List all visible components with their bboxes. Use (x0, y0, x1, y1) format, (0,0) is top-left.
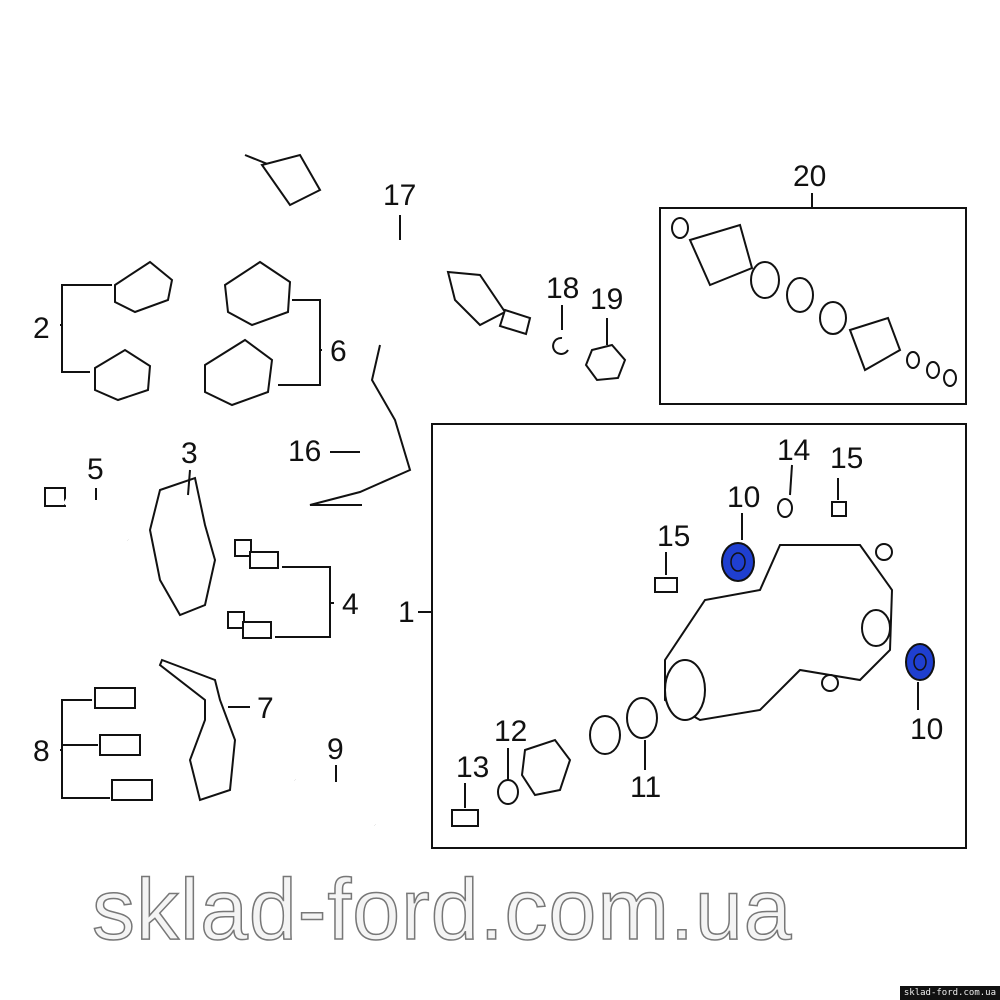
differential-assembly-box (431, 423, 967, 849)
plug-part[interactable] (821, 674, 839, 692)
flange-part[interactable] (520, 738, 572, 797)
flange-bolt-part[interactable] (451, 809, 479, 827)
footer-watermark: sklad-ford.com.ua (899, 986, 1000, 1000)
support-bracket-part[interactable] (158, 658, 237, 802)
axle-seal-part[interactable] (905, 643, 935, 681)
seal-inner-ring (730, 552, 746, 572)
callout-20: 20 (793, 160, 826, 193)
vent-hose-part[interactable] (309, 344, 412, 506)
bearing-part[interactable] (589, 715, 621, 755)
axle-seal-part[interactable] (721, 542, 755, 582)
leader-lines (60, 193, 919, 808)
bracket-part[interactable] (148, 476, 217, 617)
circlip-part[interactable] (552, 336, 569, 355)
callout-9: 9 (327, 733, 344, 766)
callout-1: 1 (398, 596, 415, 629)
pinion-seal-part[interactable] (626, 697, 658, 739)
seal-inner-ring (913, 653, 927, 671)
callout-8: 8 (33, 735, 50, 768)
vent-fitting-part[interactable] (831, 501, 847, 517)
bolt-8-parts[interactable] (94, 687, 153, 801)
bolt-part[interactable] (44, 487, 131, 544)
long-bolt-part[interactable] (293, 776, 377, 829)
callout-12: 12 (494, 715, 527, 748)
bushing-parts[interactable] (94, 260, 292, 407)
callout-13: 13 (456, 751, 489, 784)
callout-7: 7 (257, 692, 274, 725)
callout-5: 5 (87, 453, 104, 486)
callout-17: 17 (383, 179, 416, 212)
callout-2: 2 (33, 312, 50, 345)
callout-6: 6 (330, 335, 347, 368)
callout-19: 19 (590, 283, 623, 316)
callout-3: 3 (181, 437, 198, 470)
plug-part[interactable] (875, 543, 893, 561)
bolt-4-parts[interactable] (227, 539, 279, 639)
callout-18: 18 (546, 272, 579, 305)
differential-housing-part[interactable] (664, 544, 894, 722)
callout-10: 10 (727, 481, 760, 514)
axle-shaft-part[interactable] (244, 153, 532, 336)
callout-4: 4 (342, 588, 359, 621)
callout-15: 15 (657, 520, 690, 553)
callout-11: 11 (630, 771, 661, 804)
watermark: sklad-ford.com.ua (91, 861, 793, 959)
cv-boot-kit-parts[interactable] (671, 217, 957, 387)
vent-fitting-part[interactable] (654, 577, 678, 593)
callout-10: 10 (910, 713, 943, 746)
callout-16: 16 (288, 435, 321, 468)
drain-plug-part[interactable] (777, 498, 793, 518)
callout-14: 14 (777, 434, 810, 467)
callout-15: 15 (830, 442, 863, 475)
nut-part[interactable] (584, 343, 627, 382)
washer-part[interactable] (497, 779, 519, 805)
